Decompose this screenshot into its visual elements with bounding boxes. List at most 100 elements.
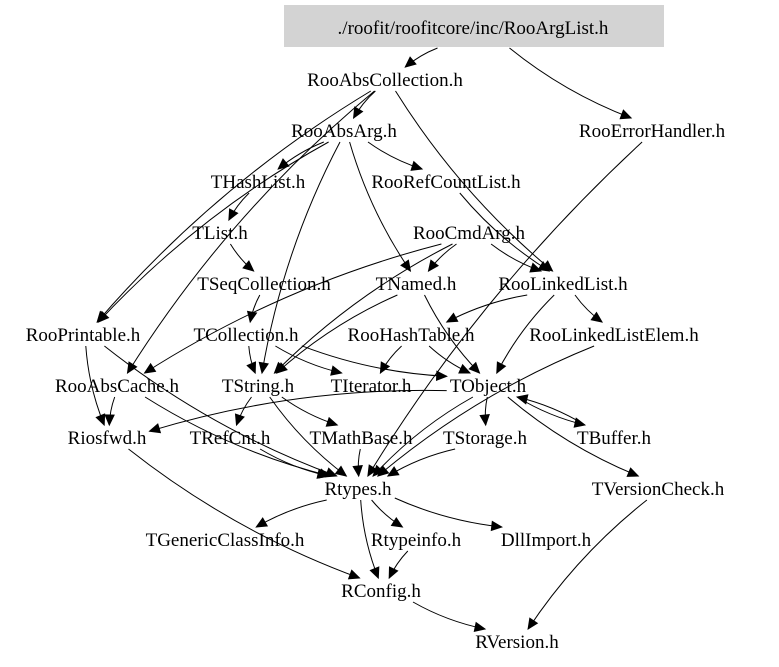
node-tseq-collection[interactable]: TSeqCollection.h: [197, 274, 331, 295]
edge-tobject-to-rtypes: [372, 396, 474, 477]
edge-rtypes-to-dll-import: [394, 497, 502, 528]
arrowhead-icon: [242, 260, 255, 272]
node-roo-abs-cache[interactable]: RooAbsCache.h: [55, 376, 180, 397]
arrowhead-icon: [619, 109, 633, 120]
arrowhead-icon: [352, 465, 363, 478]
arrowhead-icon: [404, 56, 417, 68]
edge-tversion-check-to-rversion: [527, 499, 648, 630]
node-label: TGenericClassInfo.h: [146, 530, 305, 551]
node-roo-ref-count-list[interactable]: RooRefCountList.h: [371, 172, 521, 193]
node-tlist[interactable]: TList.h: [192, 223, 248, 244]
arrowhead-icon: [468, 361, 481, 374]
node-roo-linked-list-elem[interactable]: RooLinkedListElem.h: [529, 325, 699, 346]
node-label: RooPrintable.h: [26, 325, 141, 346]
node-tobject[interactable]: TObject.h: [450, 376, 527, 397]
node-label: RooLinkedList.h: [498, 274, 628, 295]
edge-tref-cnt-to-rtypes: [259, 448, 329, 477]
arrowhead-icon: [473, 621, 487, 633]
node-tref-cnt[interactable]: TRefCnt.h: [190, 428, 271, 449]
node-tstorage[interactable]: TStorage.h: [443, 428, 527, 449]
node-rversion[interactable]: RVersion.h: [475, 632, 559, 653]
node-titerator[interactable]: TIterator.h: [331, 376, 412, 397]
arrowhead-icon: [386, 466, 400, 477]
edge-roo-cmd-arg-to-roo-abs-cache: [144, 243, 442, 374]
node-roo-linked-list[interactable]: RooLinkedList.h: [498, 274, 628, 295]
node-tnamed[interactable]: TNamed.h: [376, 274, 457, 295]
arrowhead-icon: [445, 312, 459, 323]
arrowhead-icon: [527, 617, 539, 631]
node-roo-abs-collection[interactable]: RooAbsCollection.h: [307, 70, 463, 91]
edge-roo-printable-to-rtypes: [104, 345, 337, 477]
node-tmath-base[interactable]: TMathBase.h: [310, 428, 413, 449]
node-label: RooHashTable.h: [348, 325, 475, 346]
node-tgeneric-class-info[interactable]: TGenericClassInfo.h: [146, 530, 305, 551]
node-thash-list[interactable]: THashList.h: [211, 172, 306, 193]
node-roo-cmd-arg[interactable]: RooCmdArg.h: [413, 223, 526, 244]
node-label: TRefCnt.h: [190, 428, 271, 449]
node-label: DllImport.h: [501, 530, 592, 551]
arrowhead-icon: [388, 566, 399, 580]
arrowhead-icon: [515, 394, 529, 405]
node-label: RConfig.h: [341, 581, 421, 602]
node-label: TIterator.h: [331, 376, 412, 397]
node-label: Rtypeinfo.h: [371, 530, 462, 551]
nodes-layer: ./roofit/roofitcore/inc/RooArgList.hRooA…: [26, 5, 726, 653]
node-label: TObject.h: [450, 376, 527, 397]
node-label: RVersion.h: [475, 632, 559, 653]
node-roo-printable[interactable]: RooPrintable.h: [26, 325, 141, 346]
node-roo-error-handler[interactable]: RooErrorHandler.h: [579, 121, 726, 142]
arrowhead-icon: [246, 361, 257, 375]
node-roo-hash-table[interactable]: RooHashTable.h: [348, 325, 475, 346]
arrowhead-icon: [367, 464, 378, 478]
edge-roo-ref-count-list-to-roo-linked-list: [459, 192, 550, 272]
edge-tnamed-to-tstring: [276, 294, 398, 374]
edge-roo-cmd-arg-to-tstring: [274, 243, 453, 374]
node-rconfig[interactable]: RConfig.h: [341, 581, 421, 602]
node-tstring[interactable]: TString.h: [222, 376, 295, 397]
arrowhead-icon: [277, 158, 290, 170]
arrowhead-icon: [369, 566, 380, 580]
edge-tstring-to-rtypes: [269, 396, 347, 477]
node-label: TString.h: [222, 376, 295, 397]
node-rtypes[interactable]: Rtypes.h: [324, 479, 392, 500]
node-label: TStorage.h: [443, 428, 527, 449]
arrowhead-icon: [258, 361, 269, 375]
edge-tcollection-to-tobject: [301, 345, 447, 377]
edge-tobject-to-riosfwd: [149, 389, 447, 432]
edge-roo-arg-list-to-roo-error-handler: [509, 47, 632, 119]
arrowhead-icon: [410, 160, 424, 171]
edge-roo-linked-list-elem-to-rtypes: [377, 345, 595, 477]
node-label: RooAbsArg.h: [291, 121, 397, 142]
arrowhead-icon: [325, 416, 339, 427]
node-rtypeinfo[interactable]: Rtypeinfo.h: [371, 530, 462, 551]
edge-rconfig-to-rversion: [412, 601, 486, 630]
edge-tobject-to-tbuffer: [516, 396, 586, 426]
arrowhead-icon: [435, 370, 448, 382]
arrowhead-icon: [234, 413, 245, 427]
arrowhead-icon: [255, 517, 269, 528]
node-label: TCollection.h: [193, 325, 299, 346]
edge-roo-abs-arg-to-roo-printable: [98, 141, 329, 323]
node-label: TList.h: [192, 223, 248, 244]
arrowhead-icon: [372, 464, 385, 477]
node-riosfwd[interactable]: Riosfwd.h: [68, 428, 147, 449]
arrowhead-icon: [390, 516, 404, 528]
arrowhead-icon: [228, 208, 239, 222]
node-roo-arg-list[interactable]: ./roofit/roofitcore/inc/RooArgList.h: [284, 5, 664, 47]
node-label: TMathBase.h: [310, 428, 413, 449]
node-label: TNamed.h: [376, 274, 457, 295]
node-tcollection[interactable]: TCollection.h: [193, 325, 299, 346]
edge-tbuffer-to-tobject: [516, 396, 586, 426]
edge-roo-abs-arg-to-tnamed: [349, 141, 411, 272]
arrowhead-icon: [490, 520, 504, 532]
node-tbuffer[interactable]: TBuffer.h: [577, 428, 652, 449]
node-tversion-check[interactable]: TVersionCheck.h: [592, 479, 725, 500]
root-node-box: [284, 5, 664, 47]
edge-roo-abs-arg-to-tstring: [261, 141, 341, 374]
arrowhead-icon: [330, 365, 343, 376]
node-label: RooAbsCollection.h: [307, 70, 463, 91]
node-dll-import[interactable]: DllImport.h: [501, 530, 592, 551]
arrowhead-icon: [334, 465, 348, 477]
node-roo-abs-arg[interactable]: RooAbsArg.h: [291, 121, 397, 142]
